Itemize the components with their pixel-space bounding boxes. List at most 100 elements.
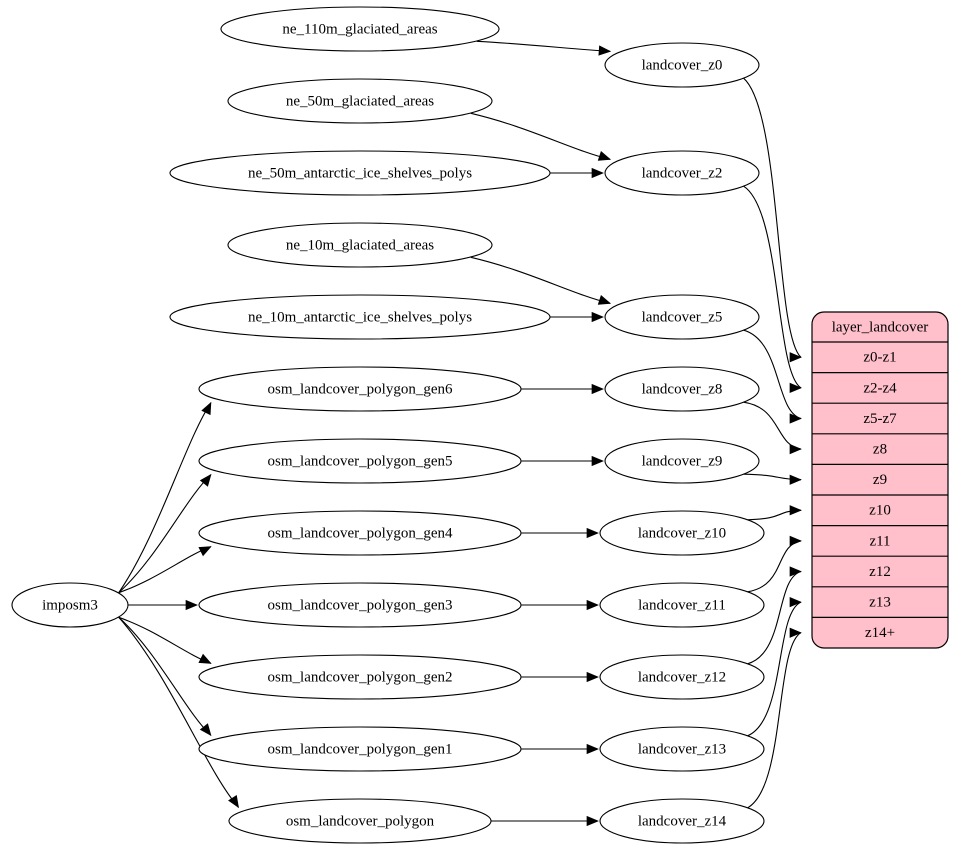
edge-imposm3-to-osm_landcover_polygon_gen1 xyxy=(118,616,212,736)
table-row-label-z10: z10 xyxy=(869,503,891,519)
node-ellipse-osm_landcover_polygon_gen5 xyxy=(198,438,522,484)
edge-arrowhead xyxy=(586,815,599,827)
edge-landcover_z8-to-z8 xyxy=(743,401,802,450)
node-ellipse-landcover_z5 xyxy=(604,294,760,340)
table-row-label-z13: z13 xyxy=(869,595,891,611)
node-osm_landcover_polygon_gen1[interactable]: osm_landcover_polygon_gen1 xyxy=(198,726,522,772)
edge-arrowhead xyxy=(591,455,604,467)
edge-imposm3-to-osm_landcover_polygon_gen2 xyxy=(118,616,212,664)
node-osm_landcover_polygon_gen6[interactable]: osm_landcover_polygon_gen6 xyxy=(198,366,522,412)
node-ellipse-osm_landcover_polygon_gen4 xyxy=(198,510,522,556)
edge-arrowhead xyxy=(789,535,802,547)
node-ne_10m_antarctic_ice_shelves_polys[interactable]: ne_10m_antarctic_ice_shelves_polys xyxy=(169,294,551,340)
node-landcover_z0[interactable]: landcover_z0 xyxy=(604,42,760,88)
node-label-landcover_z13: landcover_z13 xyxy=(638,741,726,757)
node-osm_landcover_polygon[interactable]: osm_landcover_polygon xyxy=(228,798,492,844)
node-ellipse-landcover_z10 xyxy=(599,510,765,556)
node-ellipse-osm_landcover_polygon_gen6 xyxy=(198,366,522,412)
node-landcover_z14[interactable]: landcover_z14 xyxy=(599,798,765,844)
edge-landcover_z2-to-z2 xyxy=(743,185,802,389)
node-label-landcover_z0: landcover_z0 xyxy=(642,57,723,73)
node-ne_110m_glaciated_areas[interactable]: ne_110m_glaciated_areas xyxy=(220,6,500,52)
node-ellipse-landcover_z0 xyxy=(604,42,760,88)
node-ellipse-osm_landcover_polygon_gen2 xyxy=(198,654,522,700)
edge-landcover_z11-to-z11 xyxy=(747,540,802,593)
node-label-landcover_z11: landcover_z11 xyxy=(638,597,726,613)
node-label-landcover_z2: landcover_z2 xyxy=(642,165,723,181)
edge-arrowhead xyxy=(591,311,604,323)
node-osm_landcover_polygon_gen2[interactable]: osm_landcover_polygon_gen2 xyxy=(198,654,522,700)
edge-arrowhead xyxy=(789,627,802,638)
edge-landcover_z13-to-z13 xyxy=(747,601,802,737)
node-label-osm_landcover_polygon: osm_landcover_polygon xyxy=(286,813,435,829)
node-ellipse-ne_50m_antarctic_ice_shelves_polys xyxy=(169,150,551,196)
edge-arrowhead xyxy=(198,546,212,557)
node-landcover_z11[interactable]: landcover_z11 xyxy=(599,582,765,628)
edge-arrowhead xyxy=(598,45,612,56)
node-landcover_z8[interactable]: landcover_z8 xyxy=(604,366,760,412)
edge-arrowhead xyxy=(586,743,599,755)
table-row-label-z14: z14+ xyxy=(865,625,895,641)
edge-arrowhead xyxy=(789,505,802,516)
nodes-layer: imposm3 ne_110m_glaciated_areas ne_50m_gla… xyxy=(11,6,765,844)
node-landcover_z2[interactable]: landcover_z2 xyxy=(604,150,760,196)
node-ne_10m_glaciated_areas[interactable]: ne_10m_glaciated_areas xyxy=(227,222,493,268)
node-label-landcover_z8: landcover_z8 xyxy=(642,381,723,397)
edge-ne_10m_glaciated_areas-to-landcover_z5 xyxy=(470,256,611,304)
node-label-osm_landcover_polygon_gen2: osm_landcover_polygon_gen2 xyxy=(268,669,453,685)
table-row-label-z0: z0-z1 xyxy=(863,350,896,366)
node-osm_landcover_polygon_gen3[interactable]: osm_landcover_polygon_gen3 xyxy=(198,582,522,628)
node-label-ne_50m_glaciated_areas: ne_50m_glaciated_areas xyxy=(286,93,434,109)
edge-ne_110m_glaciated_areas-to-landcover_z0 xyxy=(476,40,611,52)
edge-landcover_z5-to-z5 xyxy=(743,329,802,420)
edge-arrowhead xyxy=(789,596,802,608)
node-label-ne_10m_antarctic_ice_shelves_polys: ne_10m_antarctic_ice_shelves_polys xyxy=(248,309,472,325)
node-label-osm_landcover_polygon_gen5: osm_landcover_polygon_gen5 xyxy=(268,453,453,469)
edge-arrowhead xyxy=(228,795,239,809)
edge-arrowhead xyxy=(597,294,612,305)
node-label-landcover_z9: landcover_z9 xyxy=(642,453,723,469)
node-ellipse-landcover_z9 xyxy=(604,438,760,484)
edge-arrowhead xyxy=(185,599,198,611)
node-label-ne_10m_glaciated_areas: ne_10m_glaciated_areas xyxy=(286,237,434,253)
node-osm_landcover_polygon_gen4[interactable]: osm_landcover_polygon_gen4 xyxy=(198,510,522,556)
node-landcover_z5[interactable]: landcover_z5 xyxy=(604,294,760,340)
node-ellipse-osm_landcover_polygon xyxy=(228,798,492,844)
node-landcover_z12[interactable]: landcover_z12 xyxy=(599,654,765,700)
edge-arrowhead xyxy=(789,352,802,363)
edge-arrowhead xyxy=(586,599,599,611)
edge-ne_50m_glaciated_areas-to-landcover_z2 xyxy=(470,112,611,160)
node-ellipse-ne_50m_glaciated_areas xyxy=(227,78,493,124)
node-landcover_z10[interactable]: landcover_z10 xyxy=(599,510,765,556)
node-ellipse-ne_110m_glaciated_areas xyxy=(220,6,500,52)
edge-arrowhead xyxy=(201,401,212,416)
node-ellipse-imposm3 xyxy=(11,582,129,628)
node-landcover_z13[interactable]: landcover_z13 xyxy=(599,726,765,772)
edge-landcover_z0-to-z0 xyxy=(743,77,802,358)
table-background xyxy=(811,311,949,649)
edge-arrowhead xyxy=(597,150,612,161)
node-osm_landcover_polygon_gen5[interactable]: osm_landcover_polygon_gen5 xyxy=(198,438,522,484)
edge-arrowhead xyxy=(199,723,212,737)
node-imposm3[interactable]: imposm3 xyxy=(11,582,129,628)
node-ellipse-landcover_z2 xyxy=(604,150,760,196)
table-header-label: layer_landcover xyxy=(832,319,929,335)
node-landcover_z9[interactable]: landcover_z9 xyxy=(604,438,760,484)
node-label-ne_110m_glaciated_areas: ne_110m_glaciated_areas xyxy=(282,21,437,37)
layer-landcover-table: layer_landcoverz0-z1z2-z4z5-z7z8z9z10z11… xyxy=(811,311,949,649)
edge-arrowhead xyxy=(199,473,212,487)
node-ellipse-ne_10m_glaciated_areas xyxy=(227,222,493,268)
edge-landcover_z14-to-z14 xyxy=(747,632,802,809)
node-label-osm_landcover_polygon_gen3: osm_landcover_polygon_gen3 xyxy=(268,597,453,613)
node-label-landcover_z5: landcover_z5 xyxy=(642,309,723,325)
node-ne_50m_antarctic_ice_shelves_polys[interactable]: ne_50m_antarctic_ice_shelves_polys xyxy=(169,150,551,196)
node-ellipse-ne_10m_antarctic_ice_shelves_polys xyxy=(169,294,551,340)
table-row-label-z8: z8 xyxy=(873,442,887,458)
node-ne_50m_glaciated_areas[interactable]: ne_50m_glaciated_areas xyxy=(227,78,493,124)
table-row-label-z9: z9 xyxy=(873,472,887,488)
node-label-osm_landcover_polygon_gen1: osm_landcover_polygon_gen1 xyxy=(268,741,453,757)
node-label-landcover_z10: landcover_z10 xyxy=(638,525,726,541)
node-label-ne_50m_antarctic_ice_shelves_polys: ne_50m_antarctic_ice_shelves_polys xyxy=(248,165,472,181)
